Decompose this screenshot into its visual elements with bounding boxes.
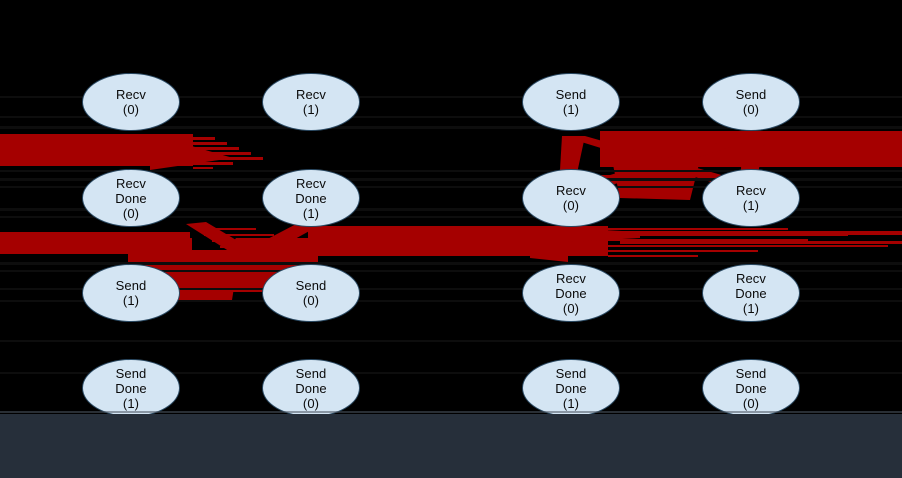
graph-node-label-line: Done	[115, 380, 147, 396]
graph-node-label-line: (0)	[742, 395, 760, 411]
graph-node-label-line: Done	[295, 190, 327, 206]
graph-node-recv0_r[interactable]: Recv(0)	[522, 169, 620, 227]
graph-node-label-line: (1)	[122, 395, 140, 411]
edge-arrow-send1-down	[560, 136, 585, 178]
edge-arrow-recv0-recvdone0	[150, 134, 233, 170]
edge-arrow-send0-down	[741, 136, 766, 178]
graph-node-label-line: Done	[555, 285, 587, 301]
glitch-scanlines-right-x	[600, 140, 700, 177]
graph-node-label-line: Recv	[295, 175, 327, 191]
graph-node-label-line: (0)	[562, 300, 580, 316]
graph-node-label-line: Recv	[735, 183, 767, 198]
bottom-status-bar[interactable]	[0, 414, 902, 478]
edge-arrow-recv0r-recvdone0b	[530, 228, 568, 262]
graph-node-label-line: (1)	[302, 205, 320, 221]
graph-node-label-line: Send	[295, 278, 327, 293]
graph-node-label-line: (0)	[562, 198, 580, 213]
glitch-scanlines-upper-left	[193, 137, 263, 169]
graph-node-label-line: Recv	[555, 183, 587, 198]
edge-band-right-lower-stub2	[620, 241, 902, 244]
graph-node-label-line: (1)	[742, 300, 760, 316]
edge-taper-recv0r	[566, 228, 640, 242]
graph-node-label-line: (1)	[742, 198, 760, 213]
graph-node-label-line: Recv	[115, 175, 147, 191]
graph-node-label-line: Done	[115, 190, 147, 206]
graph-node-label-line: Recv	[295, 87, 327, 102]
graph-node-label-line: Send	[735, 87, 767, 102]
graph-node-send1_t[interactable]: Send(1)	[522, 73, 620, 131]
graph-node-label-line: Done	[735, 285, 767, 301]
graph-node-send0[interactable]: Send(0)	[262, 264, 360, 322]
graph-node-label-line: Recv	[115, 87, 147, 102]
graph-node-label-line: Send	[735, 365, 767, 381]
graph-node-label-line: (0)	[122, 205, 140, 221]
graph-node-label-line: Send	[115, 278, 147, 293]
graph-node-recv1[interactable]: Recv(1)	[262, 73, 360, 131]
glitch-scanlines-upper-right	[600, 136, 790, 167]
graph-node-label-line: Send	[295, 365, 327, 381]
graph-node-label-line: Done	[295, 380, 327, 396]
glitch-scanlines-center-x	[196, 228, 292, 260]
graph-node-label-line: (0)	[122, 102, 140, 117]
graph-node-label-line: (1)	[562, 395, 580, 411]
graph-node-label-line: Send	[555, 365, 587, 381]
graph-node-label-line: (1)	[122, 293, 140, 308]
graph-node-label-line: Done	[735, 380, 767, 396]
graph-node-send0_t[interactable]: Send(0)	[702, 73, 800, 131]
graph-node-label-line: Done	[555, 380, 587, 396]
graph-node-label-line: Send	[555, 87, 587, 102]
graph-node-label-line: (1)	[562, 102, 580, 117]
graph-node-label-line: Recv	[555, 270, 587, 286]
graph-node-recv0[interactable]: Recv(0)	[82, 73, 180, 131]
bottom-bar-divider	[0, 411, 902, 413]
edge-band-right-lower-stub	[620, 231, 902, 235]
graph-node-label-line: (0)	[742, 102, 760, 117]
graph-node-send1[interactable]: Send(1)	[82, 264, 180, 322]
graph-node-label-line: (0)	[302, 395, 320, 411]
graph-node-label-line: Send	[115, 365, 147, 381]
graph-node-recv1_r[interactable]: Recv(1)	[702, 169, 800, 227]
graph-node-label-line: Recv	[735, 270, 767, 286]
graph-node-label-line: (1)	[302, 102, 320, 117]
glitch-scanlines-mid	[608, 228, 888, 257]
glitch-darkbands	[0, 96, 902, 374]
graph-node-label-line: (0)	[302, 293, 320, 308]
